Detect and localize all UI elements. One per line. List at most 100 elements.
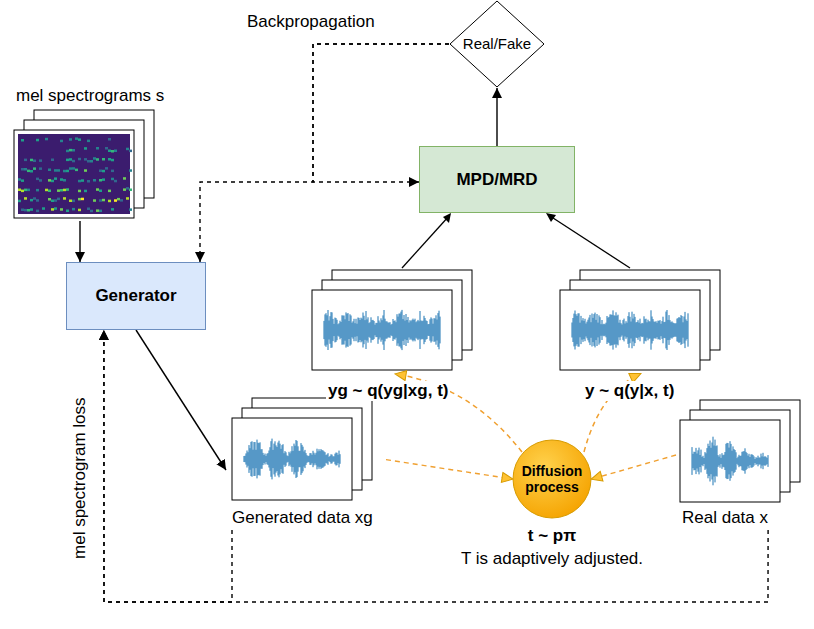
connector	[200, 44, 449, 262]
spectrogram-band	[57, 198, 60, 201]
connector	[496, 88, 497, 146]
circle-shape	[513, 440, 591, 518]
spectrogram-band	[48, 190, 51, 193]
diamond-shape	[450, 1, 544, 87]
spectrogram-band	[69, 149, 72, 152]
connector	[136, 330, 226, 470]
spectrogram-band	[24, 168, 27, 171]
node-text: Real data x	[676, 508, 768, 528]
spectrogram-band	[108, 200, 111, 203]
spectrogram-band	[33, 167, 36, 170]
spectrogram-band	[84, 169, 87, 172]
spectrogram-band	[99, 199, 102, 202]
spectrogram-band	[81, 179, 84, 182]
node-text: Real/Fake	[463, 35, 531, 52]
spectrogram-band	[72, 160, 75, 163]
spectrogram-band	[54, 207, 57, 210]
spectrogram-band	[72, 208, 75, 211]
spectrogram-band	[63, 189, 66, 192]
node-text: Generated data xg	[226, 508, 373, 528]
spectrogram-band	[75, 169, 78, 172]
spectrogram-band	[78, 158, 81, 161]
spectrogram-band	[36, 210, 39, 213]
spectrogram-band	[102, 178, 105, 181]
discriminator-box: MPD/MRD	[419, 146, 575, 213]
spectrogram-band	[129, 150, 132, 153]
spectrogram-band	[111, 170, 114, 173]
spectrogram-band	[54, 169, 57, 172]
spectrogram-band	[54, 177, 57, 180]
spectrogram-band	[57, 169, 60, 172]
spectrogram-band	[54, 199, 57, 202]
spectrogram-band	[66, 210, 69, 213]
spectrogram-band	[39, 159, 42, 162]
spectrogram-band	[84, 158, 87, 161]
real-data-stack: Real data x	[676, 396, 810, 530]
spectrogram-band	[18, 178, 21, 181]
spectrogram-band	[30, 159, 33, 162]
formula-label: yg ~ q(yg|xg, t)	[326, 381, 450, 401]
generator-box: Generator	[66, 262, 206, 330]
spectrogram-band	[27, 189, 30, 192]
spectrogram-band	[39, 167, 42, 170]
spectrogram-band	[21, 190, 24, 193]
spectrogram-band	[24, 209, 27, 212]
waveform	[572, 310, 688, 350]
spectrogram-band	[69, 167, 72, 170]
frame	[560, 290, 700, 370]
spectrogram-band	[99, 210, 102, 213]
connector	[104, 330, 232, 602]
spectrogram-band	[51, 200, 54, 203]
spectrogram-band	[123, 188, 126, 191]
arrow-head	[546, 213, 556, 222]
waveform	[692, 437, 768, 486]
diffusion-circle: Diffusion process	[512, 439, 592, 519]
connector	[386, 460, 512, 479]
spectrogram-band	[108, 190, 111, 193]
spectrogram-band	[126, 187, 129, 190]
spectrogram-band	[51, 159, 54, 162]
spectrogram-band	[66, 159, 69, 162]
spectrogram-band	[78, 138, 81, 141]
spectrogram-band	[99, 170, 102, 173]
spectrogram-band	[63, 170, 66, 173]
spectrogram-band	[87, 160, 90, 163]
spectrogram-band	[48, 169, 51, 172]
spectrogram-band	[84, 147, 87, 150]
waveform-stacks	[14, 110, 800, 502]
frame	[232, 418, 352, 500]
frame	[14, 130, 134, 218]
spectrogram-band	[63, 179, 66, 182]
spectrogram-band	[78, 180, 81, 183]
spectrogram-band	[87, 140, 90, 143]
spectrogram-band	[114, 199, 117, 202]
spectrogram-band	[72, 200, 75, 203]
spectrogram-band	[108, 150, 111, 153]
spectrogram-stack: mel spectrograms s	[10, 84, 170, 221]
spectrogram-band	[21, 168, 24, 171]
spectrogram-band	[129, 189, 132, 192]
waveform	[244, 439, 340, 480]
waveform	[324, 310, 440, 350]
spectrogram-band	[21, 179, 24, 182]
spectrogram-band	[33, 160, 36, 163]
spectrogram-band	[114, 150, 117, 153]
spectrogram-band	[78, 198, 81, 201]
spectrogram-band	[36, 178, 39, 181]
spectrogram-band	[60, 208, 63, 211]
spectrogram-band	[96, 158, 99, 161]
spectrogram-band	[105, 167, 108, 170]
formula-label: t ~ pπ	[526, 526, 578, 546]
spectrogram-band	[36, 139, 39, 142]
spectrogram-band	[120, 199, 123, 202]
spectrogram-band	[24, 159, 27, 162]
spectrogram-band	[57, 189, 60, 192]
spectrogram-band	[60, 189, 63, 192]
connector	[104, 330, 768, 602]
spectrogram-band	[81, 198, 84, 201]
spectrogram-band	[87, 208, 90, 211]
spectrogram-band	[27, 209, 30, 212]
generated-data-stack: Generated data xg	[226, 392, 386, 530]
feed-arrow	[550, 216, 630, 268]
